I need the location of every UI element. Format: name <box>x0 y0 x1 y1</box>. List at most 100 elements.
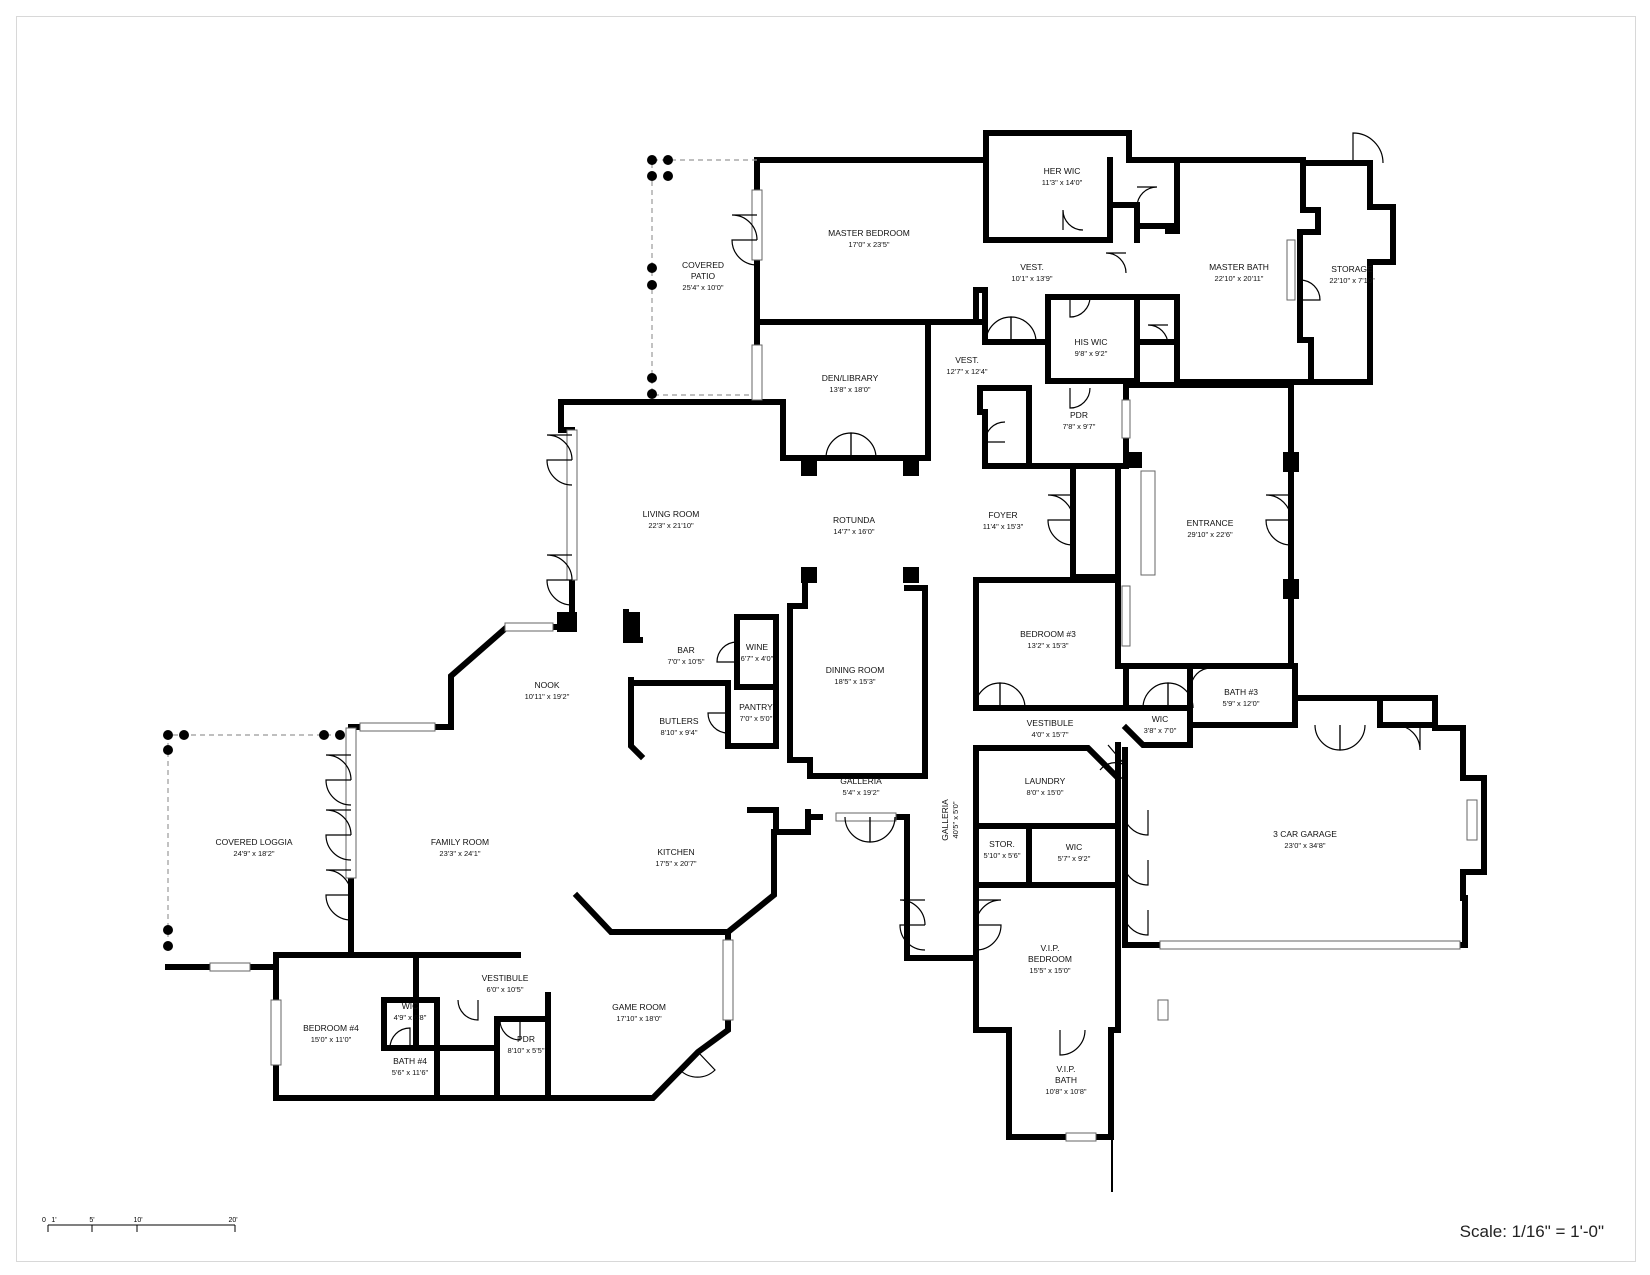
room-name-stor: STOR. <box>989 839 1015 849</box>
wall-mb-closets <box>1134 294 1180 385</box>
wall-pdr-left <box>977 385 1032 469</box>
wall-garage-upper <box>1292 695 1438 728</box>
room-dims-den-library: 13'8" x 18'0" <box>829 385 870 394</box>
room-dims-galleria-2: 40'5" x 5'0" <box>951 801 960 838</box>
room-name-her-wic: HER WIC <box>1044 166 1081 176</box>
room-dims-covered-patio: 25'4" x 10'0" <box>682 283 723 292</box>
room-dims-master-bedroom: 17'0" x 23'5" <box>848 240 889 249</box>
room-name-galleria-1: GALLERIA <box>840 776 882 786</box>
room-dims-foyer: 11'4" x 15'3" <box>983 522 1024 531</box>
room-dims-bar: 7'0" x 10'5" <box>668 657 705 666</box>
room-dims-bath-3: 5'9" x 12'0" <box>1223 699 1260 708</box>
room-dims-dining-room: 18'5" x 15'3" <box>834 677 875 686</box>
wall-bedroom3 <box>973 577 1129 711</box>
room-dims-butlers: 8'10" x 9'4" <box>661 728 698 737</box>
room-name-laundry: LAUNDRY <box>1025 776 1066 786</box>
room-dims-master-bath: 22'10" x 20'11" <box>1215 274 1264 283</box>
wall-kitchen-south <box>723 829 777 937</box>
wall-kitchen-east <box>747 807 811 835</box>
room-dims-game-room: 17'10" x 18'0" <box>616 1014 662 1023</box>
room-name-bar: BAR <box>677 645 694 655</box>
room-name-family-room: FAMILY ROOM <box>431 837 489 847</box>
room-dims-stor: 5'10" x 5'6" <box>984 851 1021 860</box>
scale-bar: 0 1' 5' 10' 20' <box>42 1217 238 1232</box>
room-dims-rotunda: 14'7" x 16'0" <box>833 527 874 536</box>
room-dims-bedroom-3: 13'2" x 15'3" <box>1027 641 1068 650</box>
room-dims-vest-2: 12'7" x 12'4" <box>946 367 987 376</box>
wall-pdr <box>977 382 1129 469</box>
room-dims-laundry: 8'0" x 15'0" <box>1027 788 1064 797</box>
wall-pdr-2 <box>494 1016 551 1101</box>
room-name-storage: STORAGE <box>1331 264 1373 274</box>
wall-den <box>754 319 988 461</box>
windows <box>209 189 1478 1142</box>
room-name-pdr-1: PDR <box>1070 410 1088 420</box>
room-name-wic-2: WIC <box>1066 842 1083 852</box>
room-name-master-bedroom: MASTER BEDROOM <box>828 228 910 238</box>
room-name-butlers: BUTLERS <box>659 716 699 726</box>
room-dims-wic-2: 5'7" x 9'2" <box>1058 854 1091 863</box>
room-name-pdr-2: PDR <box>517 1034 535 1044</box>
room-dims-garage: 23'0" x 34'8" <box>1284 841 1325 850</box>
room-name-vest-1: VEST. <box>1020 262 1044 272</box>
room-dims-galleria-1: 5'4" x 19'2" <box>843 788 880 797</box>
room-dims-pdr-2: 8'10" x 5'5" <box>508 1046 545 1055</box>
room-dims-vestibule-1: 4'0" x 15'7" <box>1032 730 1069 739</box>
columns <box>163 155 1299 951</box>
room-name-galleria-2: GALLERIA <box>940 799 950 841</box>
wall-wine <box>734 614 779 690</box>
room-name-his-wic: HIS WIC <box>1074 337 1107 347</box>
room-name-wic-1: WIC <box>1152 714 1169 724</box>
wall-kitchen-counter <box>572 891 731 935</box>
room-name-vip-bedroom: BEDROOM <box>1028 954 1072 964</box>
room-dims-vip-bath: 10'8" x 10'8" <box>1045 1087 1086 1096</box>
room-name-pantry: PANTRY <box>739 702 773 712</box>
room-name-wine: WINE <box>746 642 769 652</box>
wall-galleria-east <box>904 742 1121 1140</box>
scale-label-5: 5' <box>89 1217 94 1224</box>
room-name-dining-room: DINING ROOM <box>826 665 885 675</box>
wall-his-wic <box>1045 294 1140 384</box>
wall-foyer <box>1070 463 1121 580</box>
room-dims-bedroom-4: 15'0" x 11'0" <box>311 1035 352 1044</box>
room-name-vip-bath: V.I.P. <box>1057 1064 1076 1074</box>
room-name-nook: NOOK <box>534 680 559 690</box>
room-name-covered-loggia: COVERED LOGGIA <box>216 837 293 847</box>
room-dims-his-wic: 9'8" x 9'2" <box>1075 349 1108 358</box>
room-dims-vest-1: 10'1" x 13'9" <box>1011 274 1052 283</box>
room-dims-family-room: 23'3" x 24'1" <box>439 849 480 858</box>
room-dims-wine: 6'7" x 4'0" <box>741 654 774 663</box>
scale-note: Scale: 1/16" = 1'-0" <box>1459 1222 1604 1241</box>
room-name-den-library: DEN/LIBRARY <box>822 373 879 383</box>
room-dims-pdr-1: 7'8" x 9'7" <box>1063 422 1096 431</box>
room-dims-wic-3: 4'9" x 6'8" <box>394 1013 427 1022</box>
room-name-covered-patio: PATIO <box>691 271 716 281</box>
wall-her-wic <box>983 130 1113 243</box>
room-name-rotunda: ROTUNDA <box>833 515 875 525</box>
wall-master-bedroom <box>754 130 1180 405</box>
wall-wic-1 <box>1121 705 1193 748</box>
room-name-master-bath: MASTER BATH <box>1209 262 1269 272</box>
room-name-bedroom-4: BEDROOM #4 <box>303 1023 359 1033</box>
wall-dining <box>787 581 928 779</box>
scale-label-0: 0 <box>42 1217 46 1224</box>
room-dims-living-room: 22'3" x 21'10" <box>648 521 694 530</box>
room-dims-vestibule-2: 6'0" x 10'5" <box>487 985 524 994</box>
room-dims-her-wic: 11'3" x 14'0" <box>1042 178 1083 187</box>
room-name-garage: 3 CAR GARAGE <box>1273 829 1337 839</box>
wall-butlers <box>628 677 646 761</box>
room-name-covered-patio: COVERED <box>682 260 724 270</box>
wall-laundry <box>973 745 1123 783</box>
doors <box>325 132 1421 1078</box>
covered-outlines <box>167 159 1113 1192</box>
room-name-bath-3: BATH #3 <box>1224 687 1258 697</box>
wall-garage <box>1122 695 1487 948</box>
room-dims-pantry: 7'0" x 5'0" <box>740 714 773 723</box>
wall-master-bedroom-bottom <box>754 287 988 345</box>
room-name-bath-4: BATH #4 <box>393 1056 427 1066</box>
wall-nook <box>348 624 575 958</box>
room-dims-vip-bedroom: 15'5" x 15'0" <box>1029 966 1070 975</box>
scale-label-20: 20' <box>228 1217 237 1224</box>
wall-pantry <box>725 680 779 749</box>
wall-vest-small <box>1107 202 1140 243</box>
